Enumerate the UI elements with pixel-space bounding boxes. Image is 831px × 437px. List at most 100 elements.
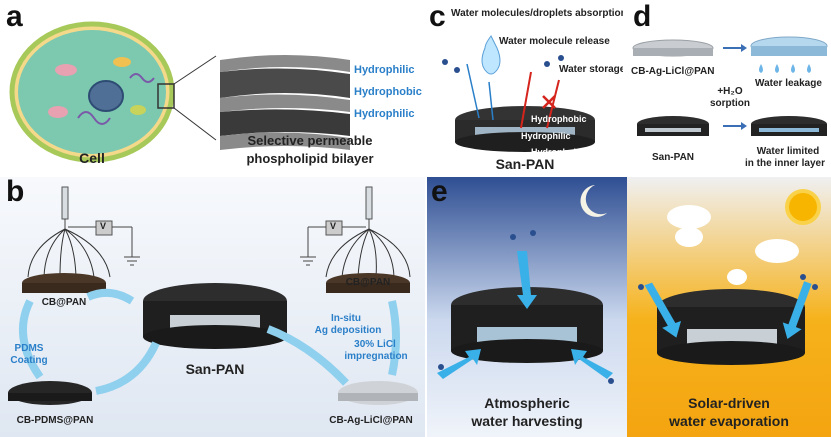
panel-letter-d: d <box>633 0 652 33</box>
phospholipid-bilayer <box>220 55 350 150</box>
process-arrow <box>95 341 160 395</box>
syringe-icon <box>365 186 373 220</box>
process-arrow <box>86 288 135 305</box>
cell-label: Cell <box>79 150 105 166</box>
cell-nucleus <box>88 80 124 112</box>
san-pan-title: San-PAN <box>495 156 555 172</box>
panel-a: a Hydrophilic Hydrophobic Hydrophilic Ce… <box>0 0 425 175</box>
cb-pdms-label: CB-PDMS@PAN <box>16 415 94 426</box>
san-pan-big-bottom <box>143 325 287 349</box>
absorption-arrow <box>488 81 494 121</box>
harvest-arrow <box>437 349 481 379</box>
steam-cloud <box>667 205 711 229</box>
evap-arrow <box>644 282 681 338</box>
bilayer-layer-label: Hydrophilic <box>354 108 415 120</box>
ag-licl-disc-side <box>633 48 713 56</box>
steam-cloud <box>755 239 799 263</box>
panel-letter-a: a <box>6 0 23 33</box>
harvest-arrow <box>571 349 613 379</box>
water-molecule-icon <box>454 67 460 73</box>
panel-d-art <box>632 36 828 136</box>
water-drop-icon <box>759 64 763 73</box>
cb-pan-left-label: CB@PAN <box>41 297 87 308</box>
san-pan-inner-layer <box>475 127 575 136</box>
process-arrow <box>18 299 44 380</box>
sorption-line2: sorption <box>710 98 750 109</box>
licl-line1: 30% LiCl <box>354 339 396 350</box>
limited-line1: Water limited <box>756 146 820 157</box>
panel-e-day: Solar-driven water evaporation <box>627 177 831 437</box>
zoom-line <box>173 55 217 85</box>
water-molecule-icon <box>608 378 614 384</box>
solar-line2: water evaporation <box>669 413 789 429</box>
panel-c-art <box>442 35 595 152</box>
water-molecule-icon <box>442 59 448 65</box>
water-molecule-icon <box>544 61 550 67</box>
cb-pan-disc-left-side <box>22 283 106 293</box>
water-molecule-icon <box>558 55 564 61</box>
fiber-jets <box>325 228 411 278</box>
cb-ag-licl-disc-side <box>338 393 418 401</box>
d-arrowhead <box>741 122 747 130</box>
limited-line2: in the inner layer <box>744 158 826 169</box>
panel-b: b V V CB@PAN CB@PAN PDMS Coating CB-PDMS… <box>0 177 425 437</box>
limited-disc-inner <box>759 128 819 132</box>
release-arrow <box>520 71 532 129</box>
process-arrow <box>266 325 349 386</box>
panel-c: c Water molecules/droplets absorption Wa… <box>427 0 623 175</box>
cell-organelle <box>130 105 146 115</box>
leakage-label: Water leakage <box>755 78 822 89</box>
insitu-line1: In-situ <box>331 313 361 324</box>
water-molecule-icon <box>510 234 516 240</box>
water-drop-icon <box>807 64 811 73</box>
sorption-line1: +H₂O <box>717 86 743 97</box>
panel-e-night: e Atmospheric water harvesting <box>427 177 627 437</box>
atmo-line2: water harvesting <box>471 413 583 429</box>
d-arrowhead <box>741 44 747 52</box>
water-droplet-icon <box>481 35 501 75</box>
bilayer-layer-label: Hydrophilic <box>354 64 415 76</box>
d-bottom-label: San-PAN <box>651 152 695 163</box>
leaking-disc-side <box>751 46 827 56</box>
voltage-box <box>95 220 113 236</box>
bilayer-layer-label: Hydrophobic <box>354 86 422 98</box>
process-arrow <box>388 300 400 376</box>
insitu-line2: Ag deposition <box>314 325 382 336</box>
san-pan-small-inner <box>645 128 701 132</box>
voltage-box <box>325 220 343 236</box>
fiber-jets <box>27 228 111 278</box>
absorption-label: Water molecules/droplets absorption <box>451 8 623 19</box>
cell-organelle <box>55 64 77 76</box>
voltage-label-right: V <box>330 221 337 231</box>
panel-d: d CB-Ag-LiCl@PAN Water leakage +H₂O sorp… <box>625 0 831 175</box>
steam-cloud <box>675 227 703 247</box>
ground-icon <box>124 256 140 266</box>
bilayer-caption-line2: phospholipid bilayer <box>246 151 374 166</box>
c-layer-label: Hydrophobic <box>531 114 587 124</box>
panel-b-art <box>8 186 418 405</box>
bilayer-caption-line1: Selective permeable <box>247 133 373 148</box>
harvest-arrow <box>517 251 537 309</box>
cb-pdms-disc-side <box>8 393 92 401</box>
cb-pan-right-label: CB@PAN <box>345 277 391 288</box>
water-drop-icon <box>791 64 795 73</box>
licl-line2: impregnation <box>344 351 408 362</box>
ground-icon <box>300 256 316 266</box>
blocked-x-icon <box>542 95 556 109</box>
panel-letter-b: b <box>6 177 25 208</box>
water-drop-icon <box>775 64 779 73</box>
san-pan-big-label: San-PAN <box>185 361 245 377</box>
panel-e-night-art <box>437 185 614 384</box>
solar-line1: Solar-driven <box>688 395 770 411</box>
absorption-arrow <box>466 63 480 119</box>
evap-disc-bottom <box>657 341 805 365</box>
water-molecule-icon <box>638 284 644 290</box>
panel-letter-e: e <box>431 177 448 208</box>
moon-icon <box>580 185 607 217</box>
storage-label: Water storage <box>559 64 623 75</box>
sun-icon <box>785 189 821 225</box>
water-molecule-icon <box>530 230 536 236</box>
cb-ag-licl-label: CB-Ag-LiCl@PAN <box>329 415 413 426</box>
san-pan-disc-bottom <box>455 132 595 152</box>
cell-er <box>77 111 111 125</box>
